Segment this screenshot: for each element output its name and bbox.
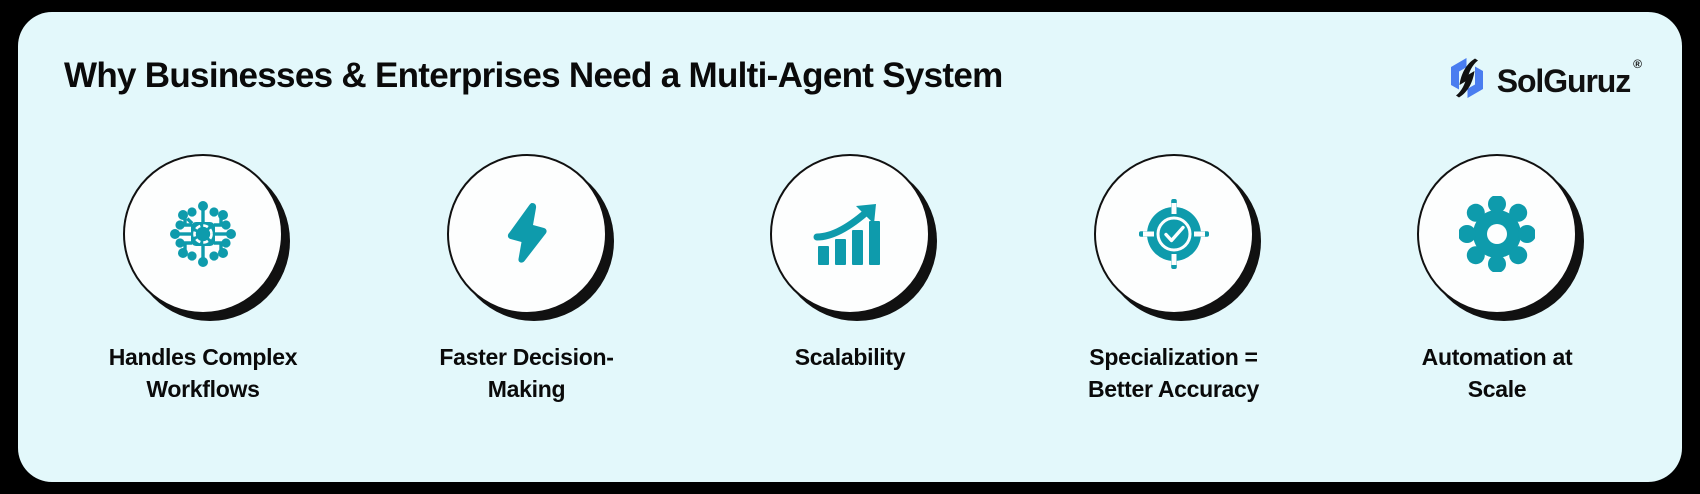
feature-label: Handles Complex Workflows bbox=[109, 342, 298, 405]
feature-label-line1: Handles Complex bbox=[108, 344, 298, 370]
growth-chart-icon bbox=[770, 154, 930, 314]
feature-label-line2: Better Accuracy bbox=[1087, 375, 1260, 402]
feature-label: Scalability bbox=[794, 342, 906, 374]
feature-label: Faster Decision- Making bbox=[439, 342, 613, 405]
feature-item-handles-complex-workflows: Handles Complex Workflows bbox=[58, 154, 348, 405]
lightning-bolt-icon bbox=[446, 154, 607, 314]
icon-badge bbox=[1417, 154, 1584, 321]
icon-badge bbox=[446, 154, 614, 321]
feature-label-line1: Scalability bbox=[794, 344, 906, 370]
feature-label-line2: Making bbox=[487, 375, 566, 402]
feature-item-scalability: Scalability bbox=[705, 154, 995, 374]
feature-label-line1: Faster Decision- bbox=[439, 344, 614, 370]
feature-item-automation-at-scale: Automation at Scale bbox=[1352, 154, 1642, 405]
registered-trademark-symbol: ® bbox=[1633, 57, 1642, 71]
icon-badge bbox=[770, 154, 937, 321]
solguruz-hexagon-logo-mark bbox=[1444, 55, 1490, 106]
network-hub-icon bbox=[123, 154, 283, 314]
card-header: Why Businesses & Enterprises Need a Mult… bbox=[18, 12, 1682, 130]
feature-label-line2: Scale bbox=[1467, 375, 1527, 402]
infographic-card: Why Businesses & Enterprises Need a Mult… bbox=[18, 12, 1682, 482]
feature-item-faster-decision-making: Faster Decision- Making bbox=[382, 154, 672, 405]
feature-list: Handles Complex Workflows Faster Decisio… bbox=[58, 154, 1642, 405]
feature-label: Automation at Scale bbox=[1422, 342, 1573, 405]
feature-label: Specialization = Better Accuracy bbox=[1088, 342, 1259, 405]
brand-logo: SolGuruz ® bbox=[1444, 55, 1642, 106]
icon-badge bbox=[1093, 154, 1261, 321]
feature-label-line1: Specialization = bbox=[1089, 344, 1258, 370]
feature-label-line2: Workflows bbox=[146, 375, 260, 402]
feature-label-line1: Automation at bbox=[1421, 344, 1573, 370]
page-title: Why Businesses & Enterprises Need a Mult… bbox=[64, 56, 1003, 95]
icon-badge bbox=[123, 154, 290, 321]
gear-icon bbox=[1417, 154, 1577, 314]
feature-item-specialization-better-accuracy: Specialization = Better Accuracy bbox=[1029, 154, 1319, 405]
target-check-icon bbox=[1093, 154, 1254, 314]
brand-name: SolGuruz bbox=[1496, 62, 1632, 99]
